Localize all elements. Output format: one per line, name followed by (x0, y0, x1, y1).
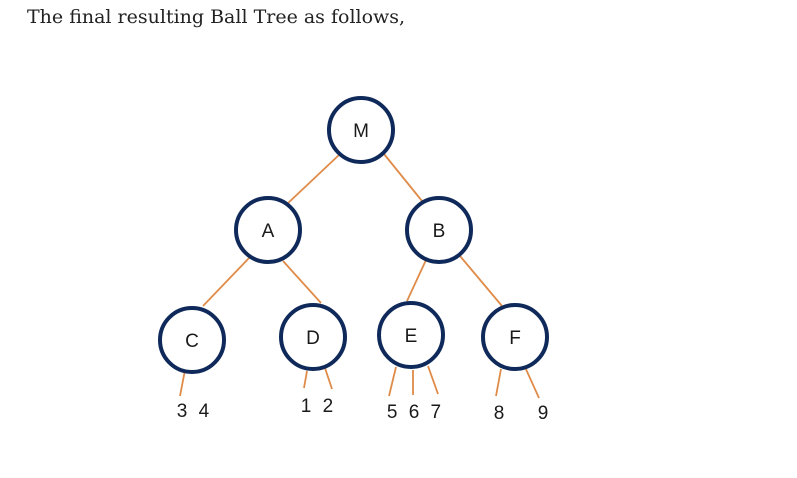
node-b: B (405, 196, 473, 264)
edge-m-b (383, 153, 423, 202)
node-a-label: A (262, 221, 275, 242)
edge-a-c (202, 256, 251, 307)
edge-d-2 (324, 367, 333, 390)
leaf-points-d: 1 2 (301, 396, 333, 417)
node-f: F (481, 303, 549, 371)
edge-b-e (406, 259, 427, 302)
leaf-points-c: 3 4 (177, 401, 210, 422)
tree-edges (202, 153, 503, 307)
node-c-label: C (185, 331, 199, 352)
edge-f-8 (495, 368, 502, 397)
edge-e-5 (388, 366, 397, 397)
leaf-point-f-9: 9 (538, 403, 549, 424)
edge-d-1 (303, 370, 308, 389)
edge-f-9 (524, 366, 540, 399)
node-f-label: F (509, 328, 521, 349)
node-m-label: M (353, 121, 369, 142)
leaf-point-f-8: 8 (494, 403, 505, 424)
node-d-label: D (306, 328, 320, 349)
edge-m-a (285, 153, 341, 206)
caption-text: The final resulting Ball Tree as follows… (27, 6, 406, 28)
leaf-edges (179, 365, 540, 399)
node-e-label: E (405, 326, 418, 347)
node-a: A (234, 196, 302, 264)
node-d: D (279, 303, 347, 371)
node-m: M (327, 96, 395, 164)
node-e: E (377, 301, 445, 369)
edge-b-f (459, 255, 503, 307)
edge-e-7 (427, 365, 439, 395)
edge-c-points (179, 369, 186, 397)
node-c: C (158, 306, 226, 374)
leaf-points-e: 5 6 7 (387, 402, 441, 423)
edge-a-d (282, 260, 322, 304)
node-b-label: B (433, 221, 446, 242)
